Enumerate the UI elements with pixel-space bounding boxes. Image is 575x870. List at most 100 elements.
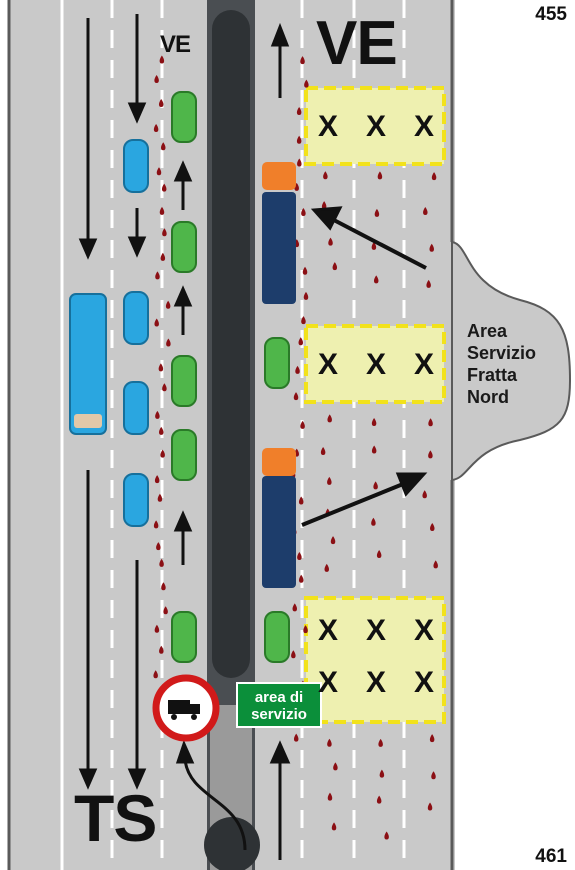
blood-drop (165, 300, 171, 309)
blood-drop (431, 172, 437, 181)
closure-x-mark: X (414, 614, 435, 647)
blood-drop (158, 426, 164, 435)
blood-drop (159, 55, 165, 64)
service-area-shape (451, 240, 572, 482)
blood-drop (153, 520, 159, 529)
blood-drop (158, 99, 164, 108)
blood-drop (376, 795, 382, 804)
km-marker-top: 455 (535, 4, 567, 25)
blood-drop (376, 550, 382, 559)
blood-drop (296, 106, 302, 115)
blood-drop (292, 603, 298, 612)
blood-drop (156, 167, 162, 176)
blood-drop (304, 79, 309, 88)
closure-x-mark: X (366, 348, 387, 381)
closure-x-mark: X (414, 348, 435, 381)
direction-label-ve-small: VE (160, 31, 191, 58)
blood-drop (331, 822, 337, 831)
closed-lane-block-middle (304, 324, 446, 404)
blood-drop (159, 558, 164, 567)
closed-lane-block-bottom (304, 596, 446, 724)
blood-drop (300, 56, 305, 65)
blood-drop (297, 551, 302, 560)
direction-label-ts: TS (74, 781, 157, 855)
traffic-arrows (78, 14, 428, 860)
blood-drop (374, 208, 380, 217)
blood-drop (301, 208, 306, 217)
blood-drop (161, 582, 166, 591)
closure-x-mark: X (414, 666, 435, 699)
blood-drop (297, 158, 302, 167)
service-area-line: Fratta (467, 365, 518, 385)
blood-drop (298, 574, 304, 583)
blood-drop (371, 241, 377, 250)
service-sign-line: area di (254, 689, 304, 706)
blood-drop (423, 207, 428, 216)
blood-drop (161, 142, 166, 151)
blood-drop (431, 771, 436, 780)
closure-x-mark: X (318, 666, 339, 699)
blood-drop (371, 517, 376, 526)
blood-drop (162, 383, 167, 392)
service-area-line: Nord (467, 387, 509, 407)
blood-drop (303, 291, 309, 300)
km-marker-bottom: 461 (535, 846, 567, 867)
blood-drop (321, 201, 327, 210)
blood-drop (298, 496, 304, 505)
blood-drop (302, 266, 308, 275)
blood-drop (429, 243, 434, 252)
blue-cars (123, 139, 149, 527)
blood-drop (373, 481, 378, 490)
blood-drop (300, 420, 305, 429)
blood-drop (153, 124, 159, 133)
blood-drop (430, 522, 435, 531)
blood-drop (429, 734, 435, 743)
blood-drop (154, 624, 160, 633)
closure-x-mark: X (366, 614, 387, 647)
blood-drop (166, 338, 171, 347)
blood-drop (161, 183, 167, 192)
service-area-line: Servizio (467, 343, 537, 363)
blue-bus (69, 293, 107, 435)
blood-drop (426, 279, 431, 288)
service-area-sign: area di servizio (236, 682, 322, 728)
direction-label-ve: VE (316, 9, 398, 78)
blood-drop (428, 418, 433, 427)
blood-drop (332, 262, 338, 271)
blood-drop (427, 802, 433, 811)
blood-drop (422, 490, 427, 499)
blood-drop (163, 606, 168, 615)
truck-upper (262, 162, 296, 304)
blood-drop (154, 74, 159, 83)
blood-drop (327, 738, 332, 747)
blood-drop (293, 733, 299, 742)
blood-drop (301, 316, 306, 325)
blood-drop (162, 228, 167, 237)
blood-drop (155, 271, 160, 280)
blood-drop (160, 252, 166, 261)
blood-drop (324, 563, 330, 572)
blood-drop (327, 476, 332, 485)
blood-drop (379, 769, 385, 778)
blood-drop (373, 275, 379, 284)
blood-drop (153, 670, 158, 679)
closure-x-mark: X (318, 614, 339, 647)
blood-drop (155, 410, 160, 419)
blood-drop (433, 560, 438, 569)
closure-x-mark: X (366, 666, 387, 699)
blood-drop (428, 450, 433, 459)
green-cars (171, 91, 290, 663)
blood-drop (320, 447, 326, 456)
no-trucks-sign-icon (152, 674, 220, 742)
blood-drop (154, 318, 159, 327)
blood-drop (303, 625, 308, 634)
median-roundabout (204, 817, 260, 870)
service-area-label: Area Servizio Fratta Nord (467, 320, 567, 408)
service-sign-line: servizio (251, 706, 307, 723)
blood-drop (291, 650, 296, 659)
closed-lane-block-top (304, 86, 446, 166)
blood-drop (296, 135, 302, 144)
blood-drop (295, 365, 300, 374)
blood-drop (159, 645, 164, 654)
